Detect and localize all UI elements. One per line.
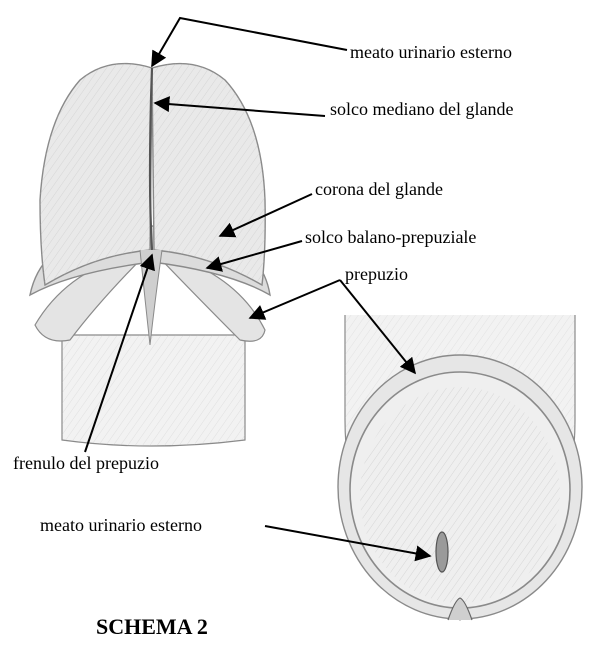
label-solco-mediano: solco mediano del glande bbox=[330, 100, 513, 118]
leader-meato-top bbox=[152, 18, 347, 66]
meatus-slit bbox=[436, 532, 448, 572]
frenulum bbox=[140, 250, 162, 345]
glans-tip bbox=[360, 387, 560, 603]
prepuce-section-drawing bbox=[338, 315, 582, 620]
label-corona: corona del glande bbox=[315, 180, 443, 198]
label-meato-top: meato urinario esterno bbox=[350, 43, 512, 61]
diagram-title: SCHEMA 2 bbox=[96, 616, 208, 638]
label-meato-bottom: meato urinario esterno bbox=[40, 516, 202, 534]
label-frenulo: frenulo del prepuzio bbox=[13, 454, 159, 472]
glans-front-drawing bbox=[30, 64, 270, 446]
label-prepuzio: prepuzio bbox=[345, 265, 408, 283]
label-solco-balano: solco balano-prepuziale bbox=[305, 228, 476, 246]
shaft-shading bbox=[62, 335, 245, 446]
